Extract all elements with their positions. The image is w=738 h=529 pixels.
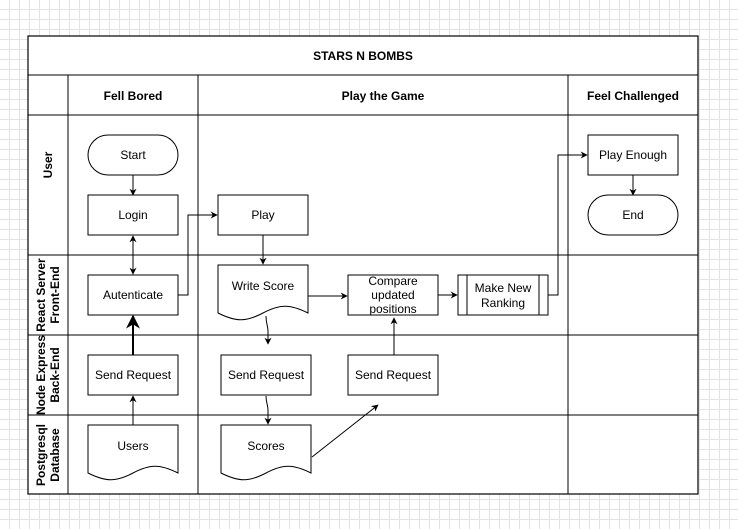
play-process: Play (217, 194, 309, 236)
send-request-label-2: Send Request (228, 368, 305, 382)
lane-header-pg-line-2: Database (48, 428, 62, 482)
connectors (126, 151, 637, 458)
send-request-process-1: Send Request (87, 354, 179, 396)
users-label: Users (117, 439, 148, 453)
play-label: Play (251, 208, 274, 222)
send-request-label-3: Send Request (355, 368, 432, 382)
users-document: Users (87, 424, 179, 481)
arrow-scores-to-send-request (311, 404, 379, 458)
column-header-fell-bored: Fell Bored (104, 89, 163, 103)
lane-header-react-server: React Server Front-End (34, 258, 62, 332)
column-header-play-the-game: Play the Game (342, 89, 425, 103)
arrow-autenticate-to-play (178, 211, 218, 296)
compare-label-line-2: updated (371, 288, 414, 302)
column-header-feel-challenged: Feel Challenged (587, 89, 679, 103)
lane-header-node-express: Node Express Back-End (34, 335, 62, 415)
diagram-title: STARS N BOMBS (313, 49, 413, 63)
end-label: End (622, 208, 643, 222)
login-process: Login (87, 194, 179, 236)
compare-label-line-1: Compare (368, 274, 418, 288)
write-score-document: Write Score (217, 264, 309, 321)
lane-header-postgresql: Postgresql Database (34, 424, 62, 486)
autenticate-label: Autenticate (103, 288, 163, 302)
send-request-label-1: Send Request (95, 368, 172, 382)
login-label: Login (118, 208, 147, 222)
lane-header-react-line-1: React Server (34, 258, 48, 332)
arrow-ranking-to-play-enough (548, 151, 588, 296)
lane-header-react-line-2: Front-End (48, 266, 62, 323)
make-new-ranking-subprocess: Make New Ranking (457, 274, 549, 316)
scores-document: Scores (220, 424, 312, 481)
send-request-process-3: Send Request (347, 354, 439, 396)
start-terminator: Start (87, 134, 179, 176)
lane-header-pg-line-1: Postgresql (34, 424, 48, 486)
arrow-send-request-to-scores (264, 395, 272, 425)
arrow-write-score-to-send-request (264, 315, 272, 345)
lane-header-node-line-2: Back-End (48, 347, 62, 402)
pool-frame (27, 35, 699, 495)
ranking-label-line-1: Make New (475, 281, 532, 295)
lane-header-user: User (41, 151, 55, 178)
play-enough-label: Play Enough (599, 148, 667, 162)
lane-header-node-line-1: Node Express (34, 335, 48, 415)
compare-label-line-3: positions (369, 302, 416, 316)
play-enough-process: Play Enough (587, 134, 679, 176)
write-score-label: Write Score (232, 279, 295, 293)
send-request-process-2: Send Request (220, 354, 312, 396)
compare-positions-process: Compare updated positions (347, 274, 439, 316)
scores-label: Scores (247, 439, 284, 453)
start-label: Start (120, 148, 146, 162)
end-terminator: End (587, 194, 679, 236)
autenticate-process: Autenticate (87, 274, 179, 316)
ranking-label-line-2: Ranking (481, 296, 525, 310)
